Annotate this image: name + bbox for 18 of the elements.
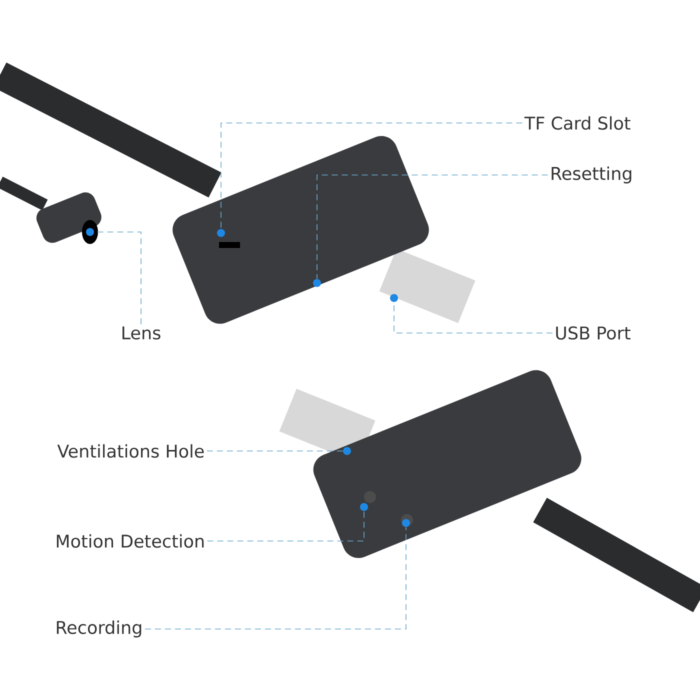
marker-dot [343, 447, 351, 455]
callout-label: USB Port [556, 326, 630, 340]
marker-dot [390, 294, 398, 302]
marker-dot [86, 228, 94, 236]
leader-line [144, 526, 406, 630]
marker-dot [402, 519, 410, 527]
callout-label: Recording [56, 620, 142, 638]
callout-label: TF Card Slot [524, 116, 630, 130]
callout-label: Lens [122, 326, 160, 340]
marker-dot [313, 279, 321, 287]
leader-line [316, 174, 548, 280]
callout-label: Ventilations Hole [57, 444, 204, 458]
marker-dot [360, 503, 368, 511]
marker-dot [217, 229, 225, 237]
callout-label: Motion Detection [56, 534, 204, 548]
leader-line [206, 510, 364, 542]
callout-label: Resetting [552, 166, 632, 184]
leader-line [220, 122, 523, 230]
